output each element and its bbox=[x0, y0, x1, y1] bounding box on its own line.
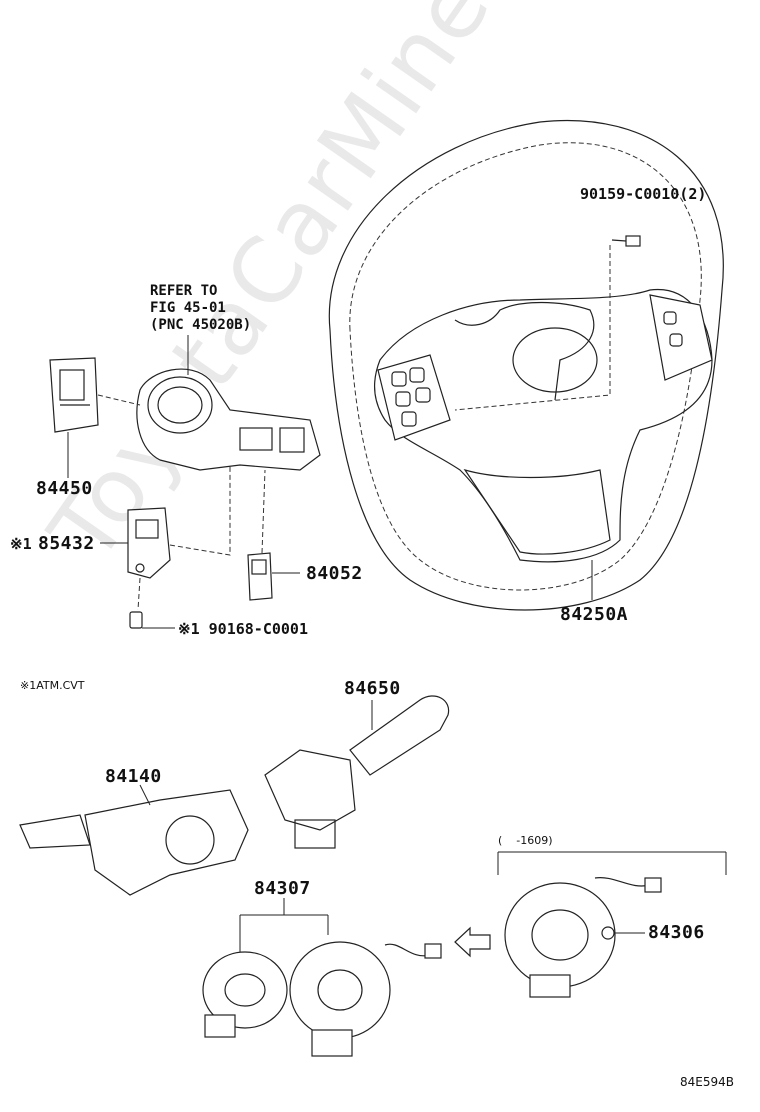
arrow-icon bbox=[454, 926, 491, 958]
part-number-84650: 84650 bbox=[344, 678, 401, 699]
part-number-84306: 84306 bbox=[648, 922, 705, 943]
steering-wheel-84250a bbox=[328, 119, 724, 611]
part-number-84052: 84052 bbox=[306, 563, 363, 584]
steering-column-housing bbox=[136, 335, 321, 471]
part-number-85432: 85432 bbox=[38, 533, 95, 554]
part-84306-spiral-cable bbox=[497, 851, 727, 998]
refer-note-line1: REFER TO bbox=[150, 283, 218, 299]
part-84650-wiper-switch bbox=[264, 695, 450, 849]
part-84450-switch bbox=[49, 357, 141, 478]
part-number-84140: 84140 bbox=[105, 766, 162, 787]
part-number-90168: ※1 90168-C0001 bbox=[178, 620, 308, 638]
refer-note-line2: FIG 45-01 bbox=[150, 300, 226, 316]
part-number-84450: 84450 bbox=[36, 478, 93, 499]
refer-note-line3: (PNC 45020B) bbox=[150, 317, 252, 333]
part-84052-connector bbox=[247, 469, 300, 601]
figure-id: 84E594B bbox=[680, 1075, 734, 1089]
part-84140-headlight-switch bbox=[19, 784, 249, 896]
part-84307-spiral-cable bbox=[202, 898, 442, 1057]
note-mark-85432: ※1 bbox=[10, 535, 32, 553]
footnote-atm-cvt: ※1ATM.CVT bbox=[20, 679, 85, 692]
part-number-84307: 84307 bbox=[254, 878, 311, 899]
date-range-note: ( -1609) bbox=[498, 834, 553, 847]
part-number-84250a: 84250A bbox=[560, 604, 629, 625]
part-90168-screw bbox=[129, 611, 175, 629]
part-85432-sensor bbox=[100, 465, 231, 611]
part-number-90159: 90159-C0010(2) bbox=[580, 185, 707, 203]
